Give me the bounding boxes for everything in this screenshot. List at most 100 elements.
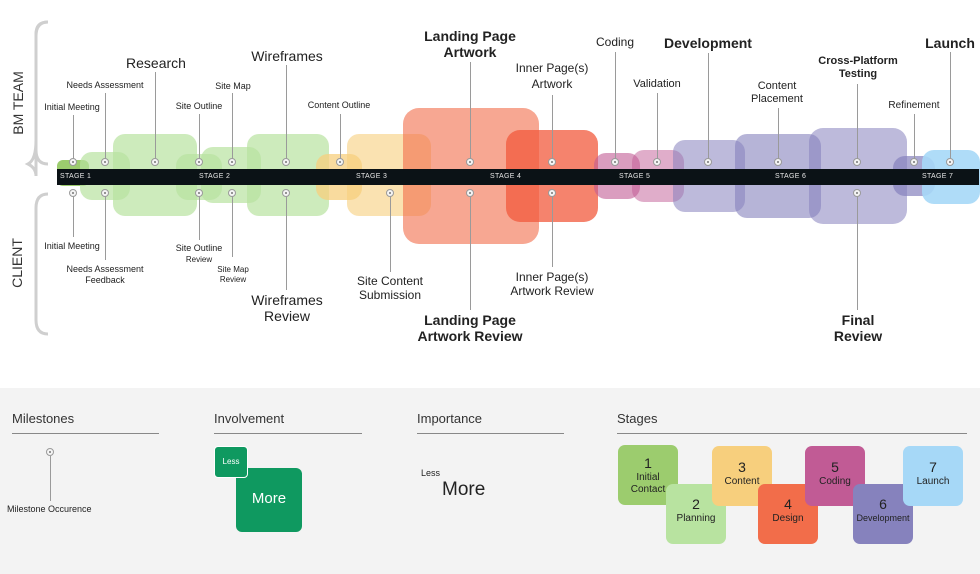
milestone-line [390, 195, 391, 272]
milestone-line [857, 84, 858, 160]
legend-stage-5-name: Coding [819, 475, 851, 487]
stage-bar-label-2: STAGE 2 [199, 173, 231, 180]
milestone-line [155, 72, 156, 160]
milestone-line [657, 93, 658, 160]
label-site-map-review-1: Site Map [217, 265, 249, 274]
legend-stage-1-name2: Contact [630, 483, 666, 495]
label-content-placement-2: Placement [751, 93, 803, 105]
label-refinement: Refinement [888, 100, 940, 111]
stage-bar-label-5: STAGE 5 [619, 173, 651, 180]
milestone-line [286, 195, 287, 290]
label-landing-artwork-1: Landing Page [424, 28, 516, 44]
label-site-outline-review-2: Review [185, 255, 213, 264]
label-inner-artwork-1: Inner Page(s) [515, 61, 589, 75]
legend-importance-title: Importance [417, 411, 483, 426]
milestone-pin [853, 158, 861, 166]
legend-stage-5-number: 5 [831, 459, 839, 475]
milestone-pin [653, 158, 661, 166]
milestone-line [73, 115, 74, 160]
label-initial-meeting: Initial Meeting [44, 102, 100, 112]
side-brackets [24, 20, 49, 336]
legend-divider [12, 433, 159, 434]
milestone-pin [228, 189, 236, 197]
label-site-map-review-2: Review [219, 275, 247, 284]
legend-stages-title: Stages [617, 411, 658, 426]
label-development: Development [664, 35, 752, 51]
legend-milestone-pin [46, 448, 54, 456]
milestone-line [199, 195, 200, 240]
milestone-pin [336, 158, 344, 166]
label-inner-review-2: Artwork Review [510, 284, 594, 298]
label-research: Research [126, 55, 186, 71]
legend-milestone-caption: Milestone Occurence [7, 504, 92, 514]
milestone-pin [774, 158, 782, 166]
label-wireframes-review-2: Review [264, 308, 310, 324]
milestone-line [232, 195, 233, 257]
label-cross-platform-2: Testing [838, 68, 878, 80]
milestone-pin [548, 189, 556, 197]
label-inner-artwork-2: Artwork [531, 77, 573, 91]
label-client-initial-meeting: Initial Meeting [44, 241, 100, 251]
milestone-pin [853, 189, 861, 197]
milestone-line [708, 53, 709, 160]
milestone-line [552, 95, 553, 160]
milestone-pin [910, 158, 918, 166]
milestone-pin [69, 158, 77, 166]
milestone-pin [101, 189, 109, 197]
legend-involvement-more: More [236, 468, 302, 532]
legend-stage-1-number: 1 [644, 455, 652, 471]
milestone-line [73, 195, 74, 237]
legend-divider [417, 433, 564, 434]
label-landing-review-2: Artwork Review [417, 328, 523, 344]
stage-bar-label-4: STAGE 4 [490, 173, 522, 180]
legend-stage-3-number: 3 [738, 459, 746, 475]
legend-stage-6: 6 Development [853, 484, 913, 544]
legend-stage-3-name: Content [724, 475, 760, 487]
client-side-label: CLIENT [8, 238, 25, 288]
legend-divider [617, 433, 967, 434]
legend-stage-1-name: Initial [636, 471, 660, 483]
legend-importance-less: Less [421, 468, 441, 478]
label-final-review-2: Review [833, 328, 883, 344]
milestone-pin [466, 158, 474, 166]
milestone-pin [69, 189, 77, 197]
milestone-line [615, 52, 616, 160]
label-validation: Validation [633, 78, 681, 90]
label-landing-review-1: Landing Page [424, 312, 516, 328]
legend-milestone-line [50, 456, 51, 501]
milestone-pin [282, 158, 290, 166]
legend-milestones-title: Milestones [12, 411, 75, 426]
stage-bar-label-3: STAGE 3 [356, 173, 388, 180]
label-site-content-2: Submission [358, 288, 422, 302]
milestone-pin [228, 158, 236, 166]
label-final-review-1: Final [841, 312, 875, 328]
milestone-pin [151, 158, 159, 166]
legend-involvement-title: Involvement [214, 411, 285, 426]
label-needs-feedback-2: Feedback [85, 275, 125, 285]
legend-involvement-less: Less [214, 446, 248, 478]
label-content-outline: Content Outline [307, 100, 371, 110]
milestone-line [105, 195, 106, 260]
label-site-outline: Site Outline [175, 101, 223, 111]
milestone-line [950, 52, 951, 160]
stage-bar-label-7: STAGE 7 [922, 173, 954, 180]
milestone-pin [704, 158, 712, 166]
stage-bar-label-6: STAGE 6 [775, 173, 807, 180]
label-launch: Launch [925, 35, 975, 51]
milestone-line [232, 93, 233, 160]
milestone-line [105, 93, 106, 160]
milestone-line [470, 195, 471, 310]
legend-stage-7-number: 7 [929, 459, 937, 475]
label-wireframes: Wireframes [251, 48, 323, 64]
legend-panel: Milestones Milestone Occurence Involveme… [0, 388, 980, 574]
label-content-placement-1: Content [757, 80, 797, 92]
milestone-line [778, 108, 779, 160]
milestone-line [340, 114, 341, 160]
legend-stage-4-name: Design [772, 512, 804, 524]
label-needs-feedback-1: Needs Assessment [66, 264, 144, 274]
label-needs-assessment: Needs Assessment [66, 80, 144, 90]
legend-divider [214, 433, 362, 434]
label-wireframes-review-1: Wireframes [251, 292, 323, 308]
legend-stage-6-name: Development [856, 512, 910, 523]
label-coding: Coding [595, 35, 635, 49]
